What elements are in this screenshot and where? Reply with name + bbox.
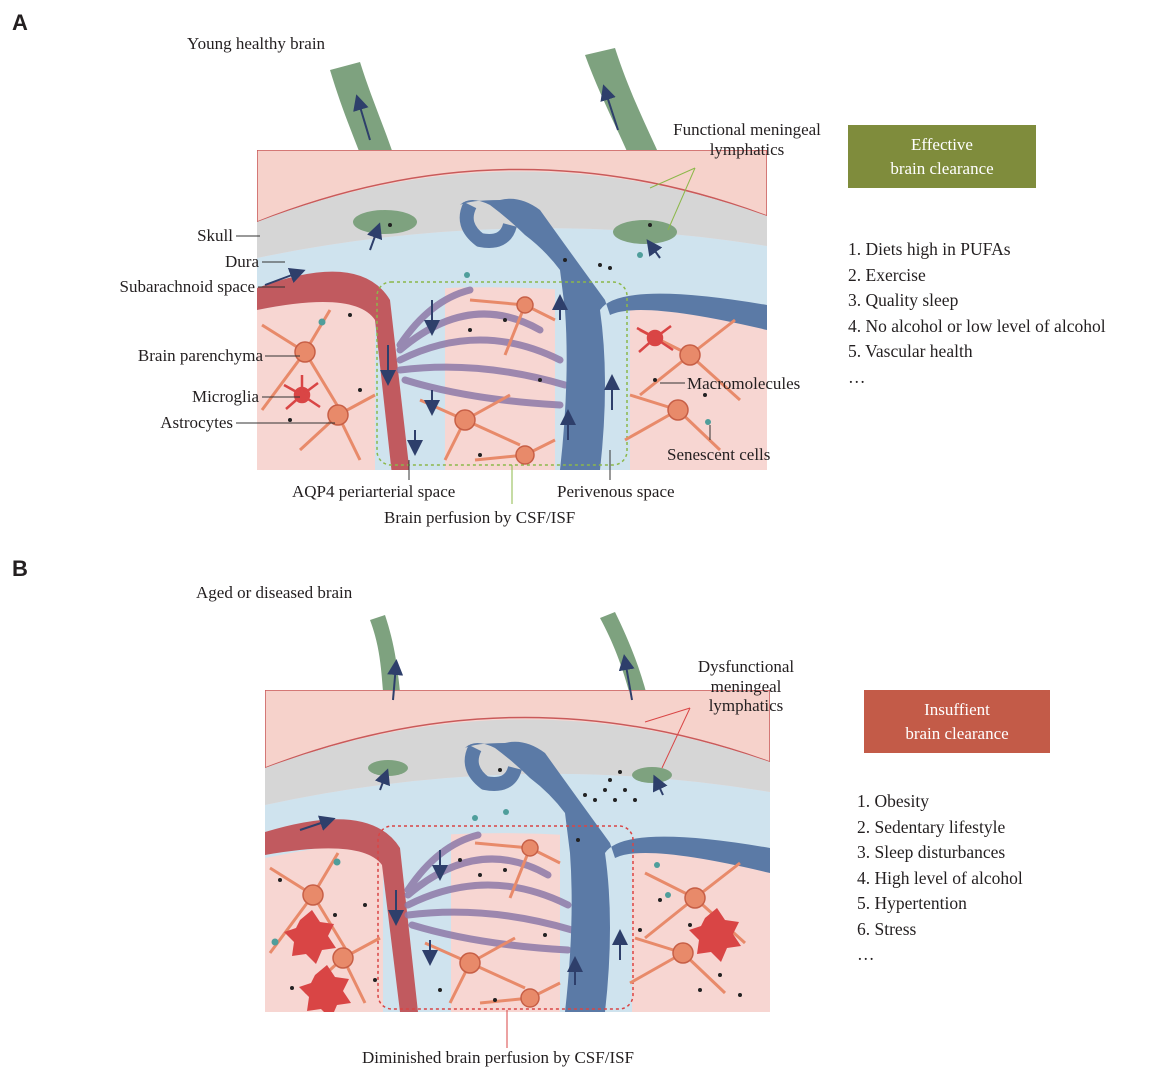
label-dura: Dura [225,252,259,272]
factor-list-b: 1. Obesity 2. Sedentary lifestyle 3. Sle… [857,789,1023,968]
factor-a-1: 1. Diets high in PUFAs [848,237,1106,263]
lymph-pod-right-b [632,767,672,783]
label-dysfunctional-line1: Dysfunctional [676,657,816,677]
lymph-pod-right-a [613,220,677,244]
label-senescent: Senescent cells [667,445,770,465]
label-perivenous: Perivenous space [557,482,675,502]
outcome-box-b: Insuffient brain clearance [864,690,1050,753]
factor-b-5: 5. Hypertention [857,891,1023,917]
label-dysfunctional-line3: lymphatics [676,696,816,716]
outcome-a-line2: brain clearance [890,157,993,181]
outcome-box-a: Effective brain clearance [848,125,1036,188]
factor-b-1: 1. Obesity [857,789,1023,815]
lymph-pod-left-b [368,760,408,776]
factor-b-ellipsis: … [857,942,1023,968]
outcome-b-line2: brain clearance [905,722,1008,746]
factor-a-3: 3. Quality sleep [848,288,1106,314]
factor-b-6: 6. Stress [857,917,1023,943]
label-functional-lymphatics: Functional meningeal lymphatics [652,120,842,159]
factor-a-ellipsis: … [848,365,1106,391]
label-macromolecules: Macromolecules [687,374,800,394]
label-astrocytes: Astrocytes [160,413,233,433]
label-perfusion-a: Brain perfusion by CSF/ISF [384,508,575,528]
label-skull: Skull [197,226,233,246]
label-perfusion-b: Diminished brain perfusion by CSF/ISF [362,1048,634,1068]
outcome-a-line1: Effective [890,133,993,157]
factor-a-2: 2. Exercise [848,263,1106,289]
label-parenchyma: Brain parenchyma [138,346,263,366]
factor-b-2: 2. Sedentary lifestyle [857,815,1023,841]
lymph-pod-left-a [353,210,417,234]
label-functional-lymphatics-line1: Functional meningeal [652,120,842,140]
factor-a-5: 5. Vascular health [848,339,1106,365]
label-functional-lymphatics-line2: lymphatics [652,140,842,160]
factor-list-a: 1. Diets high in PUFAs 2. Exercise 3. Qu… [848,237,1106,390]
outcome-b-line1: Insuffient [905,698,1008,722]
label-microglia: Microglia [192,387,259,407]
label-dysfunctional-line2: meningeal [676,677,816,697]
label-dysfunctional-lymphatics: Dysfunctional meningeal lymphatics [676,657,816,716]
factor-a-4: 4. No alcohol or low level of alcohol [848,314,1106,340]
factor-b-3: 3. Sleep disturbances [857,840,1023,866]
factor-b-4: 4. High level of alcohol [857,866,1023,892]
label-aqp4: AQP4 periarterial space [292,482,455,502]
label-subarachnoid: Subarachnoid space [120,277,255,297]
panel-a-illustration [257,48,767,480]
